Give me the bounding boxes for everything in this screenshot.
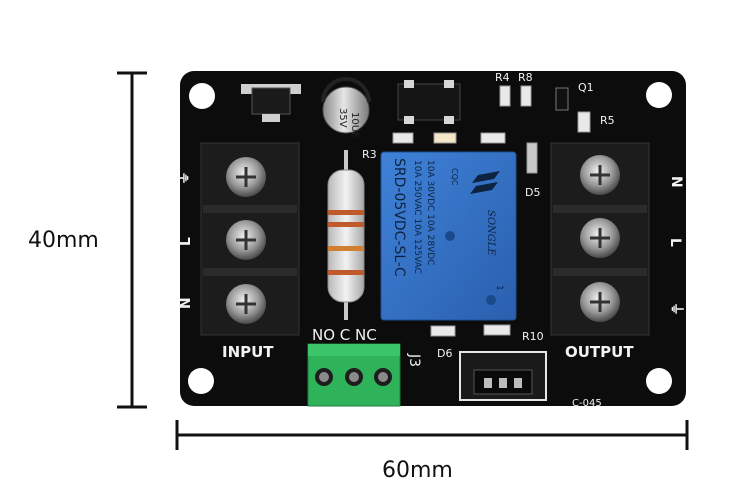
output-label: OUTPUT [565, 343, 634, 361]
input-label: INPUT [222, 343, 274, 361]
output-terminal-1-label: N [668, 176, 684, 188]
output-terminal-2-label: L [667, 238, 683, 247]
width-dimension-line [175, 420, 689, 450]
relay-logo [470, 171, 500, 194]
electrolytic-capacitor: 10UF 35V [321, 77, 371, 138]
input-terminal-2-label: L [178, 237, 194, 246]
relay-brand-label: SONGLE [485, 210, 496, 256]
q1-label: Q1 [578, 81, 594, 94]
relay-rating-2: 10A 30VDC 10A 28VDC [425, 160, 435, 265]
r3-label: R3 [362, 148, 377, 161]
smd-resistors [392, 85, 591, 337]
relay-contact-terminal [307, 343, 401, 407]
width-dimension-label: 60mm [382, 458, 453, 483]
capacitor-label-1: 10UF [349, 112, 360, 138]
relay-pin1-label: 1 [494, 285, 504, 291]
relay-model-label: SRD-05VDC-SL-C [391, 158, 407, 277]
input-terminal-1-label: ⏚ [176, 171, 192, 185]
output-terminal-3-label: ⏚ [668, 302, 684, 316]
output-terminal-block [550, 142, 650, 336]
r5-label: R5 [600, 114, 615, 127]
input-terminal-3-label: N [178, 297, 194, 309]
part-code-label: C-045 [572, 398, 602, 409]
relay-terminal-label: NO C NC [312, 326, 377, 344]
capacitor-label-2: 35V [337, 108, 348, 128]
power-resistor [327, 150, 365, 320]
relay-cqc-label: CQC [450, 168, 459, 186]
d5-label: D5 [525, 186, 540, 199]
mounting-holes [188, 82, 672, 394]
relay-rating-1: 10A 250VAC 10A 125VAC [412, 160, 422, 274]
smd-ic-right [397, 80, 461, 124]
j3-label: J3 [406, 353, 422, 367]
height-dimension-label: 40mm [28, 228, 99, 253]
r8-label: R8 [518, 71, 533, 84]
relay: SRD-05VDC-SL-C 10A 250VAC 10A 125VAC 10A… [380, 151, 517, 321]
height-dimension-line [117, 71, 147, 409]
r10-label: R10 [522, 330, 544, 343]
input-terminal-block [200, 142, 300, 336]
smd-ic-left [241, 84, 301, 122]
r4-label: R4 [495, 71, 510, 84]
d6-label: D6 [437, 347, 452, 360]
signal-header [459, 351, 547, 401]
